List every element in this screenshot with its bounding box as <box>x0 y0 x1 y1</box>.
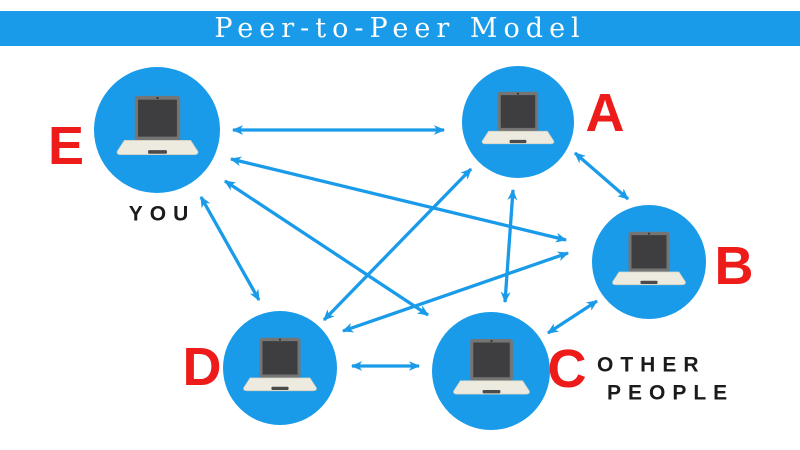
page-title: Peer-to-Peer Model <box>214 13 586 44</box>
laptop-icon <box>116 95 198 156</box>
edge-a-c <box>500 188 518 304</box>
node-caption-you: YOU <box>128 202 196 226</box>
node-circle-d <box>223 311 337 425</box>
edge-b-d <box>341 251 570 333</box>
node-circle-c <box>432 312 550 430</box>
edge-a-b <box>573 151 630 201</box>
node-letter-c: C <box>547 339 587 399</box>
edge-group <box>199 125 630 371</box>
node-letter-d: D <box>182 337 222 397</box>
laptop-icon <box>452 338 530 395</box>
node-letter-a: A <box>585 83 625 143</box>
edge-a-d <box>322 167 473 322</box>
edge-b-c <box>547 299 598 335</box>
laptop-icon <box>612 231 686 285</box>
node-letter-b: B <box>714 236 754 296</box>
node-caption-other: OTHER <box>597 353 706 377</box>
laptop-icon <box>243 337 317 391</box>
node-letter-e: E <box>47 116 85 176</box>
node-circle-e <box>94 67 220 193</box>
node-caption-people: PEOPLE <box>607 381 735 405</box>
title-banner: Peer-to-Peer Model <box>0 11 800 46</box>
edge-e-d <box>199 196 261 301</box>
node-circle-a <box>462 66 574 178</box>
node-circle-b <box>592 205 706 319</box>
laptop-icon <box>481 91 555 145</box>
